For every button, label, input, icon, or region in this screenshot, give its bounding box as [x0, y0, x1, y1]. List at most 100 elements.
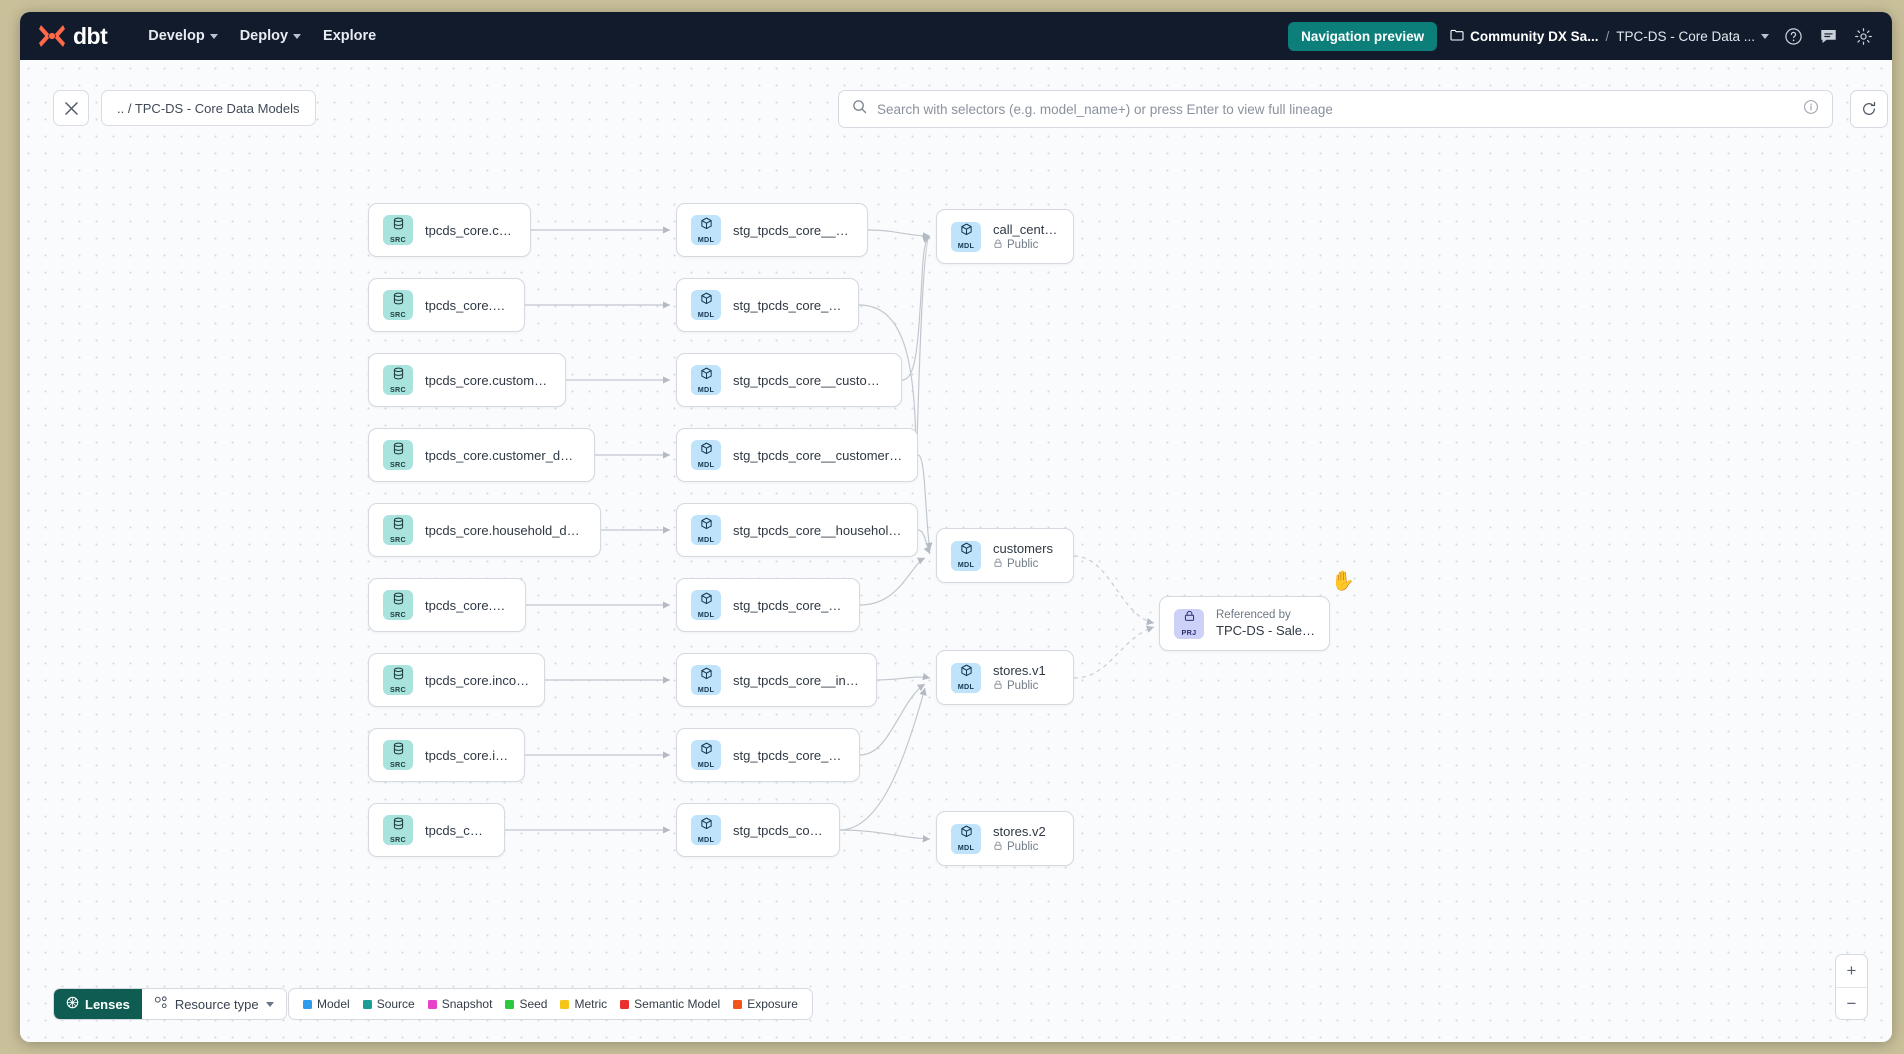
node-text: tpcds_core.store: [425, 823, 490, 838]
nav-item-deploy[interactable]: Deploy: [229, 21, 312, 51]
lineage-search-bar[interactable]: [838, 90, 1833, 128]
src-badge-icon: SRC: [383, 740, 413, 770]
node-text: tpcds_core.household_demographics: [425, 523, 586, 538]
zoom-out-button[interactable]: −: [1836, 987, 1867, 1019]
node-label: stg_tpcds_core__customer_address: [733, 372, 887, 388]
legend-label: Model: [317, 997, 350, 1011]
lenses-toolbar: Lenses Resource type: [53, 988, 287, 1020]
legend-label: Semantic Model: [634, 997, 721, 1011]
src-badge-icon: SRC: [383, 515, 413, 545]
dbt-logo[interactable]: dbt: [38, 23, 108, 50]
resource-type-filter[interactable]: Resource type: [141, 989, 286, 1019]
node-text: tpcds_core.income_band: [425, 673, 530, 688]
node-label: tpcds_core.date_dim: [425, 597, 511, 613]
src-badge-icon: SRC: [383, 590, 413, 620]
src-badge-icon: SRC: [383, 365, 413, 395]
lineage-edges: [505, 226, 1155, 843]
legend-item[interactable]: Semantic Model: [620, 997, 720, 1011]
legend-swatch: [362, 999, 372, 1009]
path-breadcrumb-pill[interactable]: .. / TPC-DS - Core Data Models: [101, 90, 316, 126]
breadcrumb-project[interactable]: TPC-DS - Core Data ...: [1616, 29, 1769, 44]
src-badge-icon: SRC: [383, 215, 413, 245]
access-label: Public: [1007, 841, 1039, 853]
legend-item[interactable]: Metric: [560, 997, 607, 1011]
nav-item-explore[interactable]: Explore: [312, 21, 387, 51]
access-label: Public: [1007, 239, 1039, 251]
help-icon[interactable]: [1782, 25, 1804, 47]
refresh-button[interactable]: [1850, 90, 1888, 128]
legend-label: Snapshot: [441, 997, 493, 1011]
info-icon[interactable]: [1803, 99, 1819, 120]
model-node[interactable]: MDLstg_tpcds_core__customer_demogra…: [676, 428, 918, 482]
zoom-in-button[interactable]: +: [1846, 961, 1857, 980]
lenses-button[interactable]: Lenses: [54, 989, 142, 1019]
search-input[interactable]: [877, 101, 1793, 117]
feedback-chat-icon[interactable]: [1817, 25, 1839, 47]
nav-item-develop[interactable]: Develop: [137, 21, 228, 51]
node-label: call_centers: [993, 221, 1059, 237]
chevron-down-icon: [209, 33, 218, 39]
node-label: tpcds_core.customer_demographics: [425, 447, 580, 463]
legend-item[interactable]: Exposure: [733, 997, 798, 1011]
source-node[interactable]: SRC tpcds_core.store: [368, 803, 505, 857]
node-text: stg_tpcds_core__customer_address: [733, 373, 887, 388]
access-label: Public: [1007, 680, 1039, 692]
src-badge-icon: SRC: [383, 815, 413, 845]
source-node[interactable]: SRC tpcds_core.date_dim: [368, 578, 526, 632]
model-node[interactable]: MDL stg_tpcds_core__date_dim: [676, 578, 860, 632]
node-access-badge: Public: [993, 239, 1059, 252]
node-text: stg_tpcds_core__date_dim: [733, 598, 845, 613]
legend-item[interactable]: Snapshot: [427, 997, 493, 1011]
legend-item[interactable]: Seed: [505, 997, 547, 1011]
mdl-badge-icon: MDL: [691, 590, 721, 620]
lock-icon: [993, 558, 1003, 571]
dbt-mark-icon: [38, 23, 66, 49]
source-node[interactable]: SRC tpcds_core.household_demographics: [368, 503, 601, 557]
node-label: stg_tpcds_core__inventory: [733, 747, 845, 763]
nav-label: Deploy: [239, 28, 289, 44]
legend-swatch: [620, 999, 630, 1009]
grab-hand-icon: ✋: [1331, 571, 1355, 592]
node-label: tpcds_core.call_center: [425, 222, 516, 238]
breadcrumb-organization[interactable]: Community DX Sa...: [1450, 29, 1598, 44]
source-node[interactable]: SRC tpcds_core.customer_address: [368, 353, 566, 407]
lineage-canvas[interactable]: .. / TPC-DS - Core Data Models: [20, 60, 1892, 1042]
model-node[interactable]: MDLstg_tpcds_core__household_demogr…: [676, 503, 918, 557]
settings-gear-icon[interactable]: [1852, 25, 1874, 47]
navigation-preview-button[interactable]: Navigation preview: [1288, 21, 1438, 51]
node-label: stores.v1: [993, 662, 1046, 678]
search-icon: [852, 99, 867, 119]
source-node[interactable]: SRC tpcds_core.call_center: [368, 203, 531, 257]
legend-item[interactable]: Source: [362, 997, 415, 1011]
mdl-badge-icon: MDL: [691, 215, 721, 245]
breadcrumb-org-label: Community DX Sa...: [1470, 28, 1599, 44]
resource-type-label: Resource type: [174, 996, 259, 1012]
close-lineage-button[interactable]: [53, 90, 89, 126]
legend-item[interactable]: Model: [303, 997, 350, 1011]
resource-type-legend: Model Source Snapshot Seed Metric Semantic Mo…: [288, 988, 813, 1020]
legend-label: Source: [376, 997, 415, 1011]
nav-label: Explore: [323, 28, 377, 44]
node-text: tpcds_core.customer: [425, 298, 510, 313]
node-label: tpcds_core.store: [425, 822, 490, 838]
mdl-badge-icon: MDL: [951, 221, 981, 252]
node-label: tpcds_core.customer_address: [425, 372, 551, 388]
